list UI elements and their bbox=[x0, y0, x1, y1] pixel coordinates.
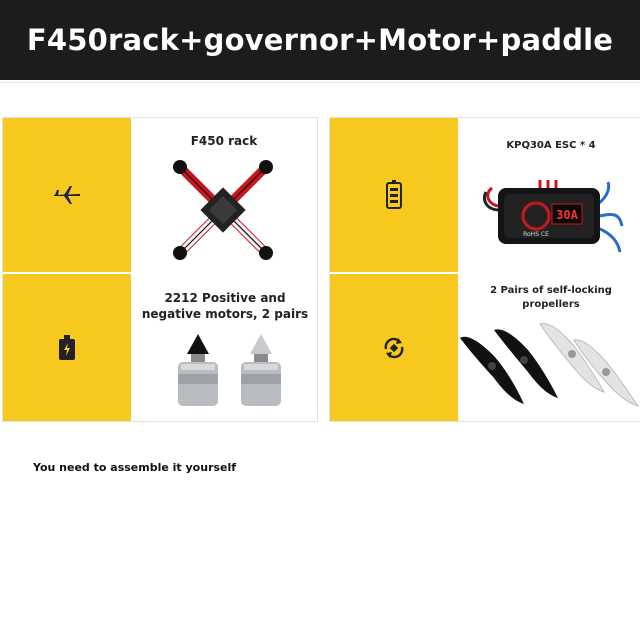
esc-display-text: 30A bbox=[556, 208, 578, 222]
cell-separator bbox=[330, 272, 458, 274]
airplane-icon bbox=[52, 183, 82, 207]
motor-image bbox=[173, 330, 293, 412]
power-cell-icon bbox=[58, 334, 76, 361]
frame-image bbox=[163, 150, 283, 270]
frame-label: F450 rack bbox=[190, 134, 258, 148]
cell-separator bbox=[3, 272, 131, 274]
left-icon-column-top bbox=[3, 118, 131, 272]
divider bbox=[0, 82, 640, 83]
rotate-icon bbox=[381, 335, 407, 361]
right-icon-column-bottom bbox=[330, 274, 458, 421]
propeller-label: 2 Pairs of self-locking propellers bbox=[490, 285, 612, 310]
esc-image: 30A RoHS CE bbox=[480, 176, 630, 260]
page-title: F450rack+governor+Motor+paddle bbox=[26, 23, 614, 57]
title-banner: F450rack+governor+Motor+paddle bbox=[0, 0, 640, 80]
esc-label: KPQ30A ESC * 4 bbox=[506, 140, 596, 151]
propeller-image bbox=[458, 320, 640, 412]
esc-brand-text: RoHS CE bbox=[523, 231, 549, 238]
left-icon-column-bottom bbox=[3, 274, 131, 421]
right-icon-column-top bbox=[330, 118, 458, 272]
battery-icon bbox=[385, 180, 403, 210]
assembly-note: You need to assemble it yourself bbox=[33, 461, 237, 474]
motor-label: 2212 Positive and negative motors, 2 pai… bbox=[141, 291, 309, 321]
left-product-panel: F450 rack 2212 Positive and negative mot… bbox=[2, 117, 318, 422]
right-product-panel: KPQ30A ESC * 4 30A RoHS CE 2 Pairs of se… bbox=[329, 117, 640, 422]
